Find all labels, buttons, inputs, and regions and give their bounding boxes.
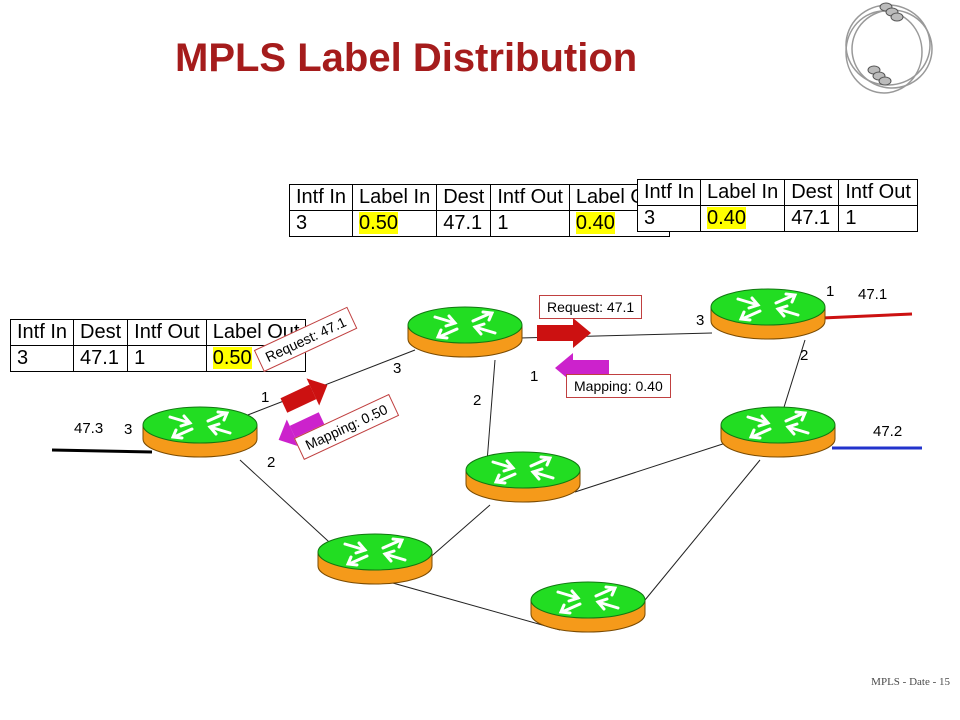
link-r1-r4 xyxy=(239,459,341,553)
table-header: Label Out xyxy=(205,319,307,346)
table-cell: 1 xyxy=(127,345,207,372)
mapping-message-right: Mapping: 0.40 xyxy=(566,374,671,398)
link-r2-r5 xyxy=(486,359,496,463)
net-47-1-line xyxy=(821,312,913,320)
table-cell-highlight: 0.40 xyxy=(700,205,786,232)
network-label-47-1: 47.1 xyxy=(858,286,888,303)
link-r5-r6 xyxy=(574,439,736,493)
request-arrow-right xyxy=(537,318,591,348)
port-label: 2 xyxy=(473,392,482,409)
table-header: Intf Out xyxy=(838,179,918,206)
port-label: 2 xyxy=(267,454,276,471)
router-icon xyxy=(530,581,646,633)
label-table-right: Intf In Label In Dest Intf Out 3 0.40 47… xyxy=(636,179,918,232)
table-header: Label In xyxy=(700,179,786,206)
label-table-middle: Intf In Label In Dest Intf Out Label Out… xyxy=(288,184,670,237)
request-message-right: Request: 47.1 xyxy=(539,295,643,319)
table-cell: 3 xyxy=(636,205,702,232)
slide-footer: MPLS - Date - 15 xyxy=(871,676,950,688)
link-r1-r2 xyxy=(239,349,416,419)
network-label-47-3: 47.3 xyxy=(74,420,104,437)
page-title: MPLS Label Distribution xyxy=(175,36,638,80)
highlight-value: 0.40 xyxy=(575,212,615,234)
table-header: Dest xyxy=(436,184,492,211)
router-icon xyxy=(142,406,258,458)
net-47-3-line xyxy=(51,448,153,454)
link-r7-r6 xyxy=(644,459,761,601)
table-header: Label In xyxy=(352,184,438,211)
port-label: 2 xyxy=(800,347,809,364)
table-cell: 1 xyxy=(490,210,570,237)
table-cell: 3 xyxy=(9,345,75,372)
port-label: 1 xyxy=(261,389,270,406)
table-cell: 1 xyxy=(838,205,918,232)
table-cell-highlight: 0.50 xyxy=(205,345,307,372)
table-cell: 3 xyxy=(288,210,354,237)
port-label: 1 xyxy=(530,368,539,385)
port-label: 3 xyxy=(393,360,402,377)
port-label: 1 xyxy=(826,283,835,300)
highlight-value: 0.50 xyxy=(359,212,398,234)
network-label-47-2: 47.2 xyxy=(873,423,903,440)
link-r4-r7 xyxy=(374,577,561,631)
table-header: Dest xyxy=(73,319,129,346)
router-icon xyxy=(407,306,523,358)
request-arrow-left xyxy=(280,378,328,413)
highlight-value: 0.40 xyxy=(707,207,746,229)
label-table-left: Intf In Dest Intf Out Label Out 3 47.1 1… xyxy=(9,319,307,372)
table-header: Intf In xyxy=(288,184,354,211)
port-label: 3 xyxy=(696,312,705,329)
table-header: Intf Out xyxy=(490,184,570,211)
table-header: Intf Out xyxy=(127,319,207,346)
highlight-value: 0.50 xyxy=(212,347,252,369)
table-cell: 47.1 xyxy=(436,210,492,237)
table-header: Intf In xyxy=(636,179,702,206)
router-icon xyxy=(720,406,836,458)
table-cell: 47.1 xyxy=(784,205,840,232)
router-icon xyxy=(710,288,826,340)
table-cell: 47.1 xyxy=(73,345,129,372)
router-icon xyxy=(317,533,433,585)
table-header: Dest xyxy=(784,179,840,206)
router-icon xyxy=(465,451,581,503)
table-cell-highlight: 0.50 xyxy=(352,210,438,237)
table-header: Intf In xyxy=(9,319,75,346)
port-label: 3 xyxy=(124,421,133,438)
